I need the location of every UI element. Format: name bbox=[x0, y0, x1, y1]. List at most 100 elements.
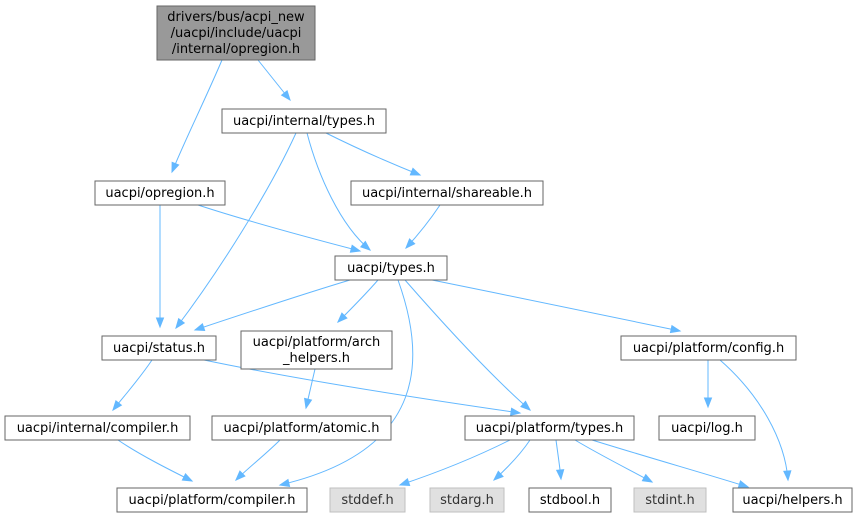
node-box bbox=[211, 415, 392, 441]
edge-line bbox=[431, 279, 681, 332]
edge-platform-types-to-stdint bbox=[574, 439, 654, 483]
node-label: uacpi/internal/types.h bbox=[233, 114, 375, 129]
node-box bbox=[240, 330, 393, 370]
edge-opregion-to-status bbox=[155, 204, 165, 329]
edge-line bbox=[399, 439, 511, 486]
arrowhead-icon bbox=[703, 397, 713, 409]
arrowhead-icon bbox=[405, 238, 416, 250]
edge-status-to-internal-compiler bbox=[112, 359, 153, 412]
arrowhead-icon bbox=[193, 322, 206, 332]
node-box bbox=[732, 487, 853, 513]
edge-types-to-config bbox=[431, 279, 682, 334]
node-label: uacpi/helpers.h bbox=[742, 493, 842, 508]
node-box bbox=[350, 180, 544, 206]
node-box bbox=[334, 255, 448, 281]
arrowhead-icon bbox=[492, 470, 504, 481]
arrowhead-icon bbox=[278, 478, 291, 487]
node-layer: drivers/bus/acpi_new/uacpi/include/uacpi… bbox=[4, 5, 853, 513]
node-label: uacpi/platform/config.h bbox=[633, 341, 784, 356]
edge-platform-types-to-stdarg bbox=[492, 439, 531, 481]
node-stdbool[interactable]: stdbool.h bbox=[528, 487, 612, 513]
arrowhead-icon bbox=[175, 317, 186, 330]
edge-platform-types-to-stddef bbox=[398, 439, 511, 487]
edge-line bbox=[591, 439, 749, 488]
node-atomic[interactable]: uacpi/platform/atomic.h bbox=[211, 415, 392, 441]
edge-line bbox=[197, 204, 361, 252]
arrowhead-icon bbox=[409, 167, 422, 176]
node-opregion[interactable]: uacpi/opregion.h bbox=[94, 180, 226, 206]
node-box bbox=[101, 335, 217, 361]
edge-internal-types-to-types bbox=[306, 132, 372, 251]
node-label: uacpi/opregion.h bbox=[105, 186, 214, 201]
node-stdarg: stdarg.h bbox=[429, 487, 505, 513]
edge-types-to-arch-helpers bbox=[337, 279, 379, 323]
arrowhead-icon bbox=[520, 400, 532, 411]
node-types[interactable]: uacpi/types.h bbox=[334, 255, 448, 281]
node-log[interactable]: uacpi/log.h bbox=[658, 415, 756, 441]
edge-config-to-log bbox=[703, 359, 713, 409]
arrowhead-icon bbox=[171, 161, 180, 174]
edge-line bbox=[175, 132, 297, 329]
edge-platform-types-to-helpers bbox=[591, 439, 750, 489]
arrowhead-icon bbox=[783, 470, 792, 482]
node-box bbox=[464, 415, 635, 441]
node-box bbox=[658, 415, 756, 441]
node-box bbox=[633, 487, 707, 513]
node-label: uacpi/types.h bbox=[347, 261, 435, 276]
node-stddef: stddef.h bbox=[329, 487, 406, 513]
arrowhead-icon bbox=[181, 472, 194, 482]
node-opregion-internal[interactable]: drivers/bus/acpi_new/uacpi/include/uacpi… bbox=[156, 5, 316, 61]
arrowhead-icon bbox=[398, 477, 411, 487]
node-platform-compiler[interactable]: uacpi/platform/compiler.h bbox=[116, 487, 308, 513]
edge-internal-types-to-shareable bbox=[325, 132, 422, 176]
node-internal-types[interactable]: uacpi/internal/types.h bbox=[221, 108, 387, 134]
arrowhead-icon bbox=[304, 397, 313, 410]
node-box bbox=[116, 487, 308, 513]
edge-types-to-platform-compiler bbox=[278, 279, 414, 487]
edge-internal-types-to-status bbox=[175, 132, 297, 330]
edge-opregion-to-types bbox=[197, 204, 362, 253]
node-label: uacpi/platform/compiler.h bbox=[129, 493, 296, 508]
node-box bbox=[221, 108, 387, 134]
edge-opregion-internal-to-internal-types bbox=[257, 59, 291, 102]
arrowhead-icon bbox=[112, 399, 123, 412]
edge-line bbox=[279, 279, 414, 486]
edge-line bbox=[112, 359, 153, 411]
node-label: uacpi/internal/shareable.h bbox=[362, 186, 532, 201]
arrowhead-icon bbox=[155, 317, 165, 329]
arrowhead-icon bbox=[349, 244, 362, 253]
node-box bbox=[4, 415, 191, 441]
edge-line bbox=[325, 132, 421, 176]
edge-types-to-status bbox=[193, 279, 351, 332]
node-label: uacpi/platform/types.h bbox=[476, 421, 623, 436]
node-shareable[interactable]: uacpi/internal/shareable.h bbox=[350, 180, 544, 206]
node-label: _helpers.h bbox=[282, 351, 350, 366]
edge-layer bbox=[112, 59, 792, 489]
node-label: /internal/opregion.h bbox=[172, 42, 300, 57]
node-label: uacpi/platform/atomic.h bbox=[223, 421, 379, 436]
node-config[interactable]: uacpi/platform/config.h bbox=[620, 335, 797, 361]
node-box bbox=[329, 487, 406, 513]
node-label: uacpi/log.h bbox=[671, 421, 743, 436]
node-stdint: stdint.h bbox=[633, 487, 707, 513]
node-platform-types[interactable]: uacpi/platform/types.h bbox=[464, 415, 635, 441]
node-label: uacpi/status.h bbox=[113, 341, 205, 356]
node-label: drivers/bus/acpi_new bbox=[167, 10, 305, 25]
edge-line bbox=[719, 359, 789, 481]
node-label: stdarg.h bbox=[440, 493, 494, 508]
arrowhead-icon bbox=[555, 469, 565, 481]
edge-line bbox=[194, 279, 351, 331]
node-helpers[interactable]: uacpi/helpers.h bbox=[732, 487, 853, 513]
edge-line bbox=[117, 439, 193, 482]
edge-opregion-internal-to-opregion bbox=[171, 59, 223, 174]
node-label: uacpi/internal/compiler.h bbox=[17, 421, 179, 436]
node-box bbox=[528, 487, 612, 513]
node-label: uacpi/platform/arch bbox=[253, 335, 381, 350]
edge-platform-types-to-stdbool bbox=[555, 439, 565, 481]
node-internal-compiler[interactable]: uacpi/internal/compiler.h bbox=[4, 415, 191, 441]
node-arch-helpers[interactable]: uacpi/platform/arch_helpers.h bbox=[240, 330, 393, 370]
node-status[interactable]: uacpi/status.h bbox=[101, 335, 217, 361]
edge-types-to-platform-types bbox=[404, 279, 532, 411]
edge-internal-compiler-to-platform-compiler bbox=[117, 439, 194, 482]
